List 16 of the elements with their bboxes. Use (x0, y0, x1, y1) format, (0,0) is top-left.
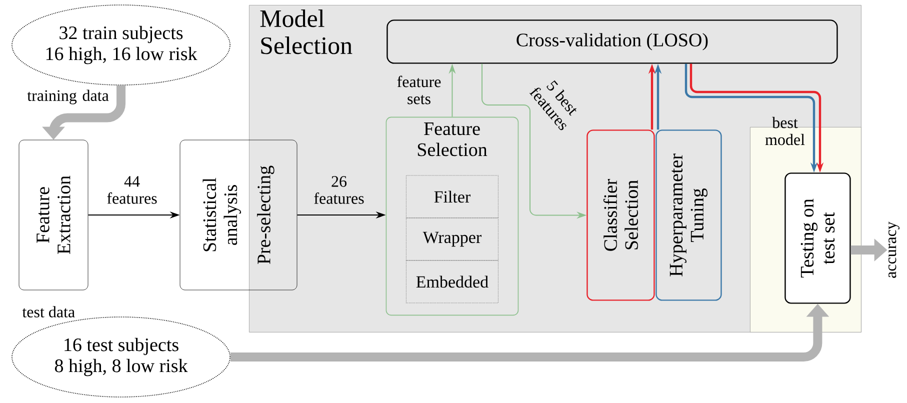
output-label: accuracy (888, 222, 900, 278)
edge-label: 26 features (314, 176, 364, 204)
method-box: Filter (406, 175, 498, 218)
process-box: Hyperparameter Tuning (656, 130, 722, 301)
process-box: Feature Extraction (18, 140, 88, 290)
process-box: Testing on test set (784, 172, 851, 304)
edge-label: feature sets (387, 74, 451, 106)
edge-label: 44 features (107, 176, 157, 204)
method-box: Wrapper (406, 218, 498, 261)
side-label: test data (22, 306, 75, 318)
edge-label: training data (27, 90, 109, 104)
process-box: Statistical analysis Pre-selecting (180, 140, 298, 290)
process-box: Classifier Selection (586, 130, 655, 301)
edge-label: best model (765, 116, 805, 146)
process-box: Cross-validation (LOSO) (386, 20, 838, 64)
method-box: Embedded (406, 260, 498, 304)
